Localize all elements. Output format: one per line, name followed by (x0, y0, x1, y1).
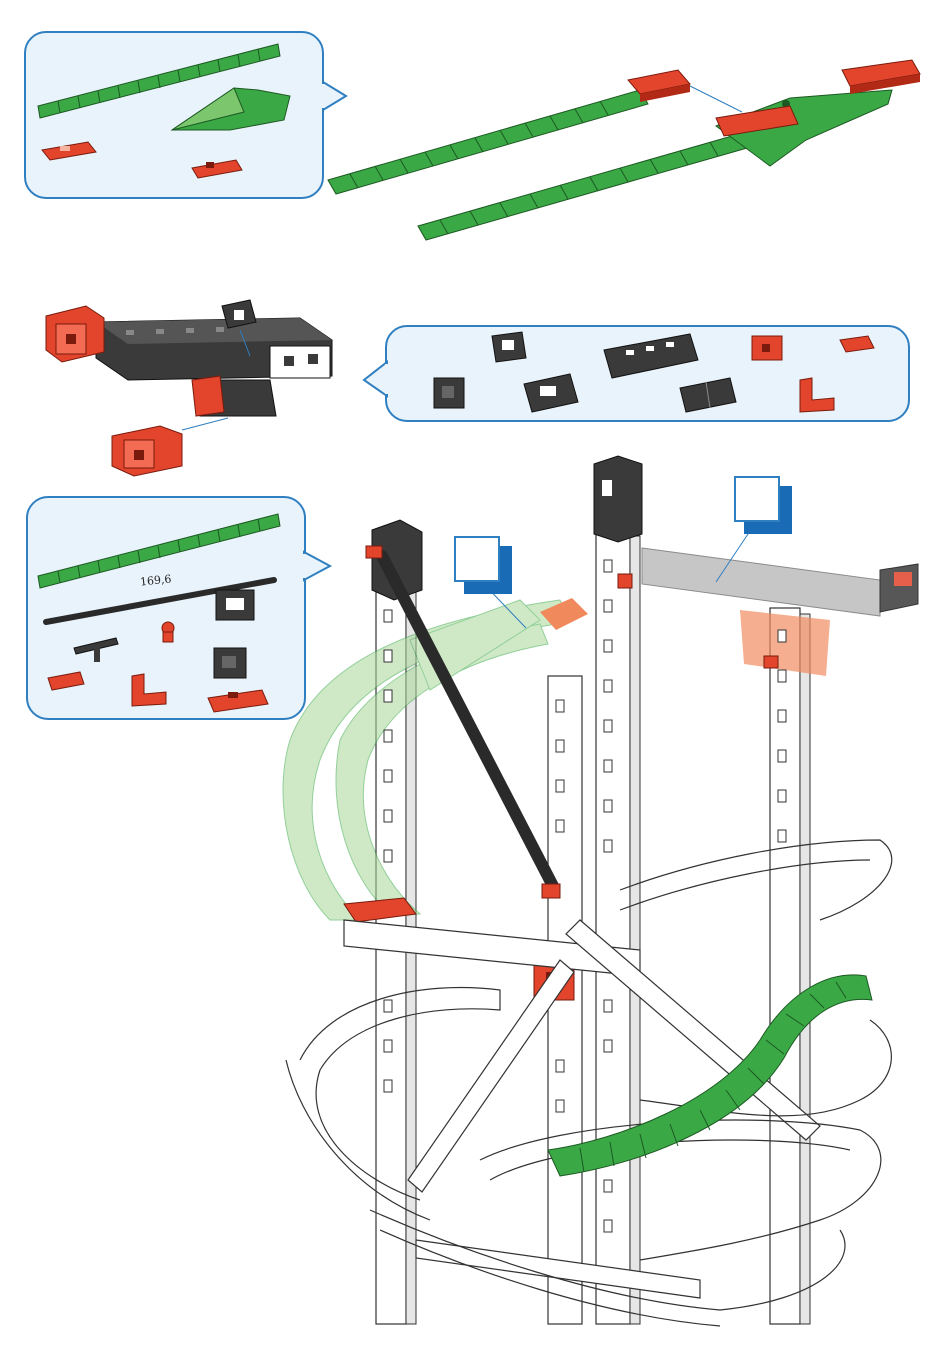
red-small-plate-3 (48, 672, 84, 690)
tower-right-column (770, 608, 810, 1324)
tower-center-black-cap (594, 456, 642, 542)
black-block-small (492, 332, 526, 362)
red-angle-bracket (800, 378, 834, 412)
black-bolt-piece (74, 638, 118, 662)
red-joint-center (618, 574, 632, 588)
red-flat-plate (42, 142, 96, 160)
red-joint-top (366, 546, 382, 558)
red-cube (752, 336, 782, 360)
red-joint-piece (162, 622, 174, 642)
red-cube-middle (192, 376, 224, 416)
assembly-guide-line-1 (690, 86, 742, 112)
black-building-block-3 (214, 648, 246, 678)
red-cube-lower (112, 426, 182, 476)
tower-center-column (596, 530, 640, 1324)
callout-pointer-2 (364, 362, 390, 396)
green-wedge-piece (172, 88, 290, 130)
red-small-plate (192, 160, 242, 178)
step-marker-2 (734, 476, 780, 522)
red-angle-bracket-3 (132, 674, 166, 706)
assembly-guide-line-3 (182, 418, 228, 430)
red-joint-right (764, 656, 778, 668)
black-building-block (434, 378, 464, 408)
red-joint-bottom (542, 884, 560, 898)
callout-pointer-3 (300, 552, 330, 580)
step-marker-1 (454, 536, 500, 582)
red-flat-plate-3 (208, 690, 268, 712)
red-small-plate-2 (840, 336, 874, 352)
red-cube-left (46, 306, 104, 362)
black-block-open (524, 374, 578, 412)
black-double-block (680, 378, 736, 412)
callout-pointer-1 (320, 82, 346, 110)
red-connector-tip (842, 60, 920, 94)
black-block-open-3 (216, 590, 254, 620)
black-beam-long (604, 334, 698, 378)
